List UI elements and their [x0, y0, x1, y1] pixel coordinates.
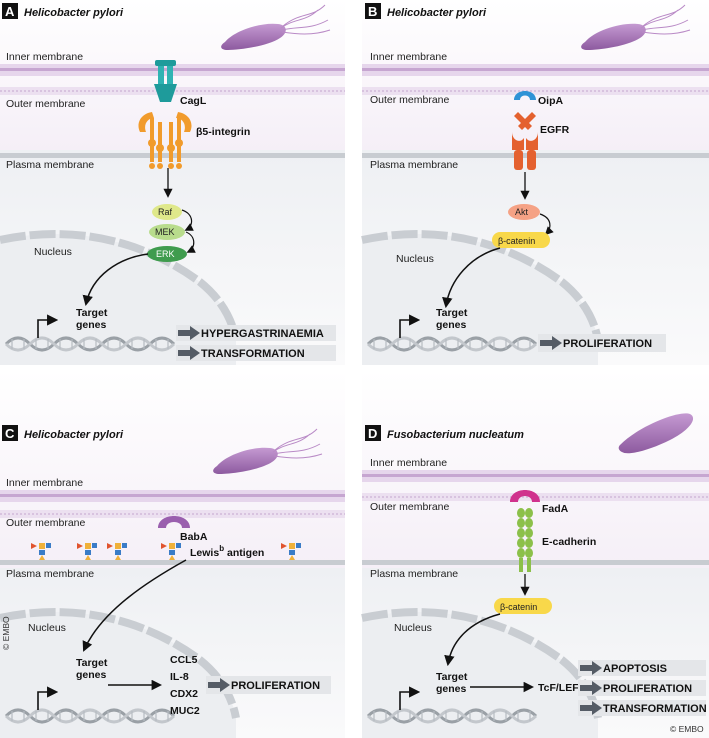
- nucleus-label: Nucleus: [34, 246, 72, 258]
- fada-label: FadA: [542, 503, 569, 515]
- plasma-membrane-label: Plasma membrane: [6, 159, 94, 171]
- e-cadherin-receptor-icon: [517, 508, 533, 572]
- target-genes-label-1: Target: [436, 671, 468, 683]
- target-genes-label-2: genes: [436, 319, 467, 331]
- nucleus-label: Nucleus: [396, 253, 434, 265]
- gene-cdx2: CDX2: [170, 688, 198, 700]
- target-genes-label-1: Target: [76, 307, 108, 319]
- oipa-protein-icon: [514, 91, 536, 100]
- target-genes-label-2: genes: [76, 319, 107, 331]
- baba-protein-icon: [158, 516, 190, 528]
- gene-ccl5: CCL5: [170, 654, 198, 666]
- outcome-proliferation-b: PROLIFERATION: [563, 338, 652, 350]
- panel-a: A Helicobacter pylori Inner membrane Out…: [0, 0, 345, 365]
- copyright-label: © EMBO: [1, 616, 11, 650]
- integrin-label: β5-integrin: [196, 126, 250, 138]
- outcome-proliferation-c: PROLIFERATION: [231, 680, 320, 692]
- outcome-transformation-a: TRANSFORMATION: [201, 348, 305, 360]
- outer-membrane-label: Outer membrane: [370, 501, 450, 513]
- mek-label: MEK: [155, 227, 175, 237]
- gene-muc2: MUC2: [170, 705, 200, 717]
- beta-catenin-node: [492, 232, 550, 248]
- outcome-hypergastrinaemia: HYPERGASTRINAEMIA: [201, 328, 324, 340]
- panel-c-organism: Helicobacter pylori: [24, 429, 124, 441]
- plasma-membrane-label: Plasma membrane: [370, 159, 458, 171]
- plasma-membrane-label: Plasma membrane: [370, 568, 458, 580]
- panel-b-letter: B: [368, 4, 377, 19]
- raf-node: [152, 204, 182, 220]
- akt-node: [508, 204, 540, 220]
- baba-label: BabA: [180, 531, 208, 543]
- raf-label: Raf: [158, 207, 173, 217]
- cagl-protein-icon: [154, 60, 177, 102]
- nucleus-label: Nucleus: [28, 622, 66, 634]
- fada-protein-icon: [510, 490, 540, 502]
- panel-letter-a: [2, 3, 18, 19]
- target-genes-label-1: Target: [436, 307, 468, 319]
- mek-node: [149, 224, 185, 240]
- akt-label: Akt: [515, 207, 529, 217]
- bacterium-icon: [221, 4, 331, 50]
- outcome-proliferation-d: PROLIFERATION: [603, 683, 692, 695]
- panel-d-letter: D: [368, 426, 377, 441]
- outer-membrane-label: Outer membrane: [6, 517, 86, 529]
- panel-c-letter: C: [5, 426, 15, 441]
- outcome-transformation-d: TRANSFORMATION: [603, 703, 707, 715]
- bacterium-icon: [618, 413, 694, 454]
- beta-catenin-label: β-catenin: [498, 236, 535, 246]
- gene-il8: IL-8: [170, 671, 189, 683]
- cagl-label: CagL: [180, 95, 207, 107]
- target-genes-label-1: Target: [76, 657, 108, 669]
- oipa-label: OipA: [538, 95, 563, 107]
- panel-d: D Fusobacterium nucleatum Inner membrane…: [361, 370, 709, 738]
- tcf-lef-label: TcF/LEF: [538, 682, 579, 694]
- target-genes-label-2: genes: [436, 683, 467, 695]
- panel-a-organism: Helicobacter pylori: [24, 7, 124, 19]
- plasma-membrane-label: Plasma membrane: [6, 568, 94, 580]
- lewis-b-antigen-label: Lewisb antigen: [190, 544, 264, 559]
- bacterium-icon: [581, 4, 691, 50]
- integrin-receptor-icon: [138, 112, 192, 169]
- panel-d-organism: Fusobacterium nucleatum: [387, 429, 524, 441]
- panel-a-letter: A: [5, 4, 15, 19]
- panel-b: B Helicobacter pylori Inner membrane Out…: [361, 0, 709, 365]
- bacterium-icon: [213, 428, 323, 474]
- inner-membrane-label: Inner membrane: [370, 457, 447, 469]
- outer-membrane-label: Outer membrane: [370, 94, 450, 106]
- erk-label: ERK: [156, 249, 175, 259]
- erk-node: [147, 246, 187, 262]
- e-cadherin-label: E-cadherin: [542, 536, 596, 548]
- inner-membrane-label: Inner membrane: [6, 51, 83, 63]
- nucleus-label: Nucleus: [394, 622, 432, 634]
- copyright-label: © EMBO: [670, 724, 704, 734]
- outer-membrane-label: Outer membrane: [6, 98, 86, 110]
- inner-membrane-label: Inner membrane: [370, 51, 447, 63]
- beta-catenin-label: β-catenin: [500, 602, 537, 612]
- outcome-apoptosis: APOPTOSIS: [603, 663, 667, 675]
- beta-catenin-node: [494, 598, 552, 614]
- panel-b-organism: Helicobacter pylori: [387, 7, 487, 19]
- inner-membrane-label: Inner membrane: [6, 477, 83, 489]
- egfr-label: EGFR: [540, 124, 570, 136]
- egfr-receptor-icon: [512, 112, 538, 170]
- panel-c: C Helicobacter pylori Inner membrane Out…: [0, 370, 345, 738]
- target-genes-label-2: genes: [76, 669, 107, 681]
